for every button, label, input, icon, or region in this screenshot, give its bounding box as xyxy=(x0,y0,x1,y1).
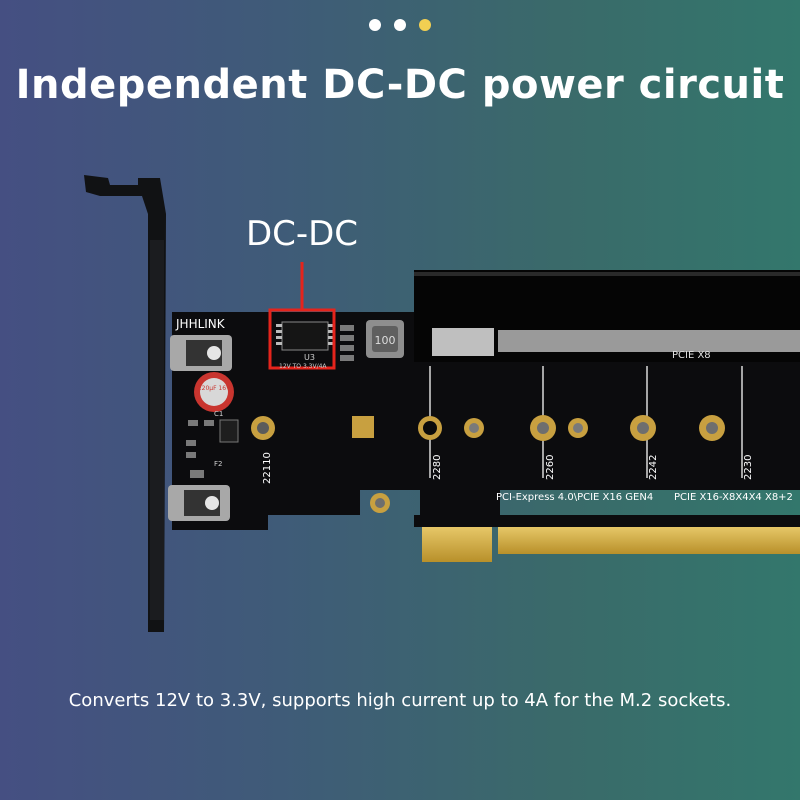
metal-bracket xyxy=(84,175,166,632)
mount-label-2230: 2230 xyxy=(743,455,754,480)
mount-label-2280: 2280 xyxy=(432,455,443,480)
power-connectors xyxy=(168,335,232,521)
capacitor-label: 220µF 16V xyxy=(198,385,231,392)
electrolytic-capacitor xyxy=(194,372,234,412)
callout-label: DC-DC xyxy=(246,214,358,254)
gold-edge-connector xyxy=(414,515,800,562)
caption-text: Converts 12V to 3.3V, supports high curr… xyxy=(68,690,732,711)
mount-label-2242: 2242 xyxy=(648,455,659,480)
carousel-dot-1[interactable] xyxy=(368,19,381,31)
component-label-f2: F2 xyxy=(214,460,222,468)
carousel-dots xyxy=(0,16,800,35)
smd-components xyxy=(186,325,354,478)
inductor xyxy=(366,320,404,358)
component-label-c1: C1 xyxy=(214,410,223,418)
slot-label: PCIE X8 xyxy=(672,350,711,361)
brand-label: JHHLINK xyxy=(175,317,226,331)
dc-dc-callout xyxy=(268,262,336,370)
headline: Independent DC-DC power circuit xyxy=(15,62,785,108)
pcie-slot xyxy=(414,270,800,362)
mount-label-2260: 2260 xyxy=(545,455,556,480)
carousel-dot-2[interactable] xyxy=(394,19,406,31)
mount-holes xyxy=(251,415,725,513)
chip-id-label: U3 xyxy=(304,353,315,362)
mount-label-22110: 22110 xyxy=(262,452,273,484)
spec-text-2: PCIE X16-X8X4X4 X8+2 xyxy=(674,492,793,503)
spec-text-1: PCI-Express 4.0\PCIE X16 GEN4 xyxy=(496,492,653,503)
chip-note-label: 12V TO 3.3V/4A xyxy=(279,363,327,370)
inductor-label: 100 xyxy=(375,334,396,347)
carousel-dot-3-active[interactable] xyxy=(419,19,432,31)
dc-dc-chip xyxy=(276,321,334,351)
